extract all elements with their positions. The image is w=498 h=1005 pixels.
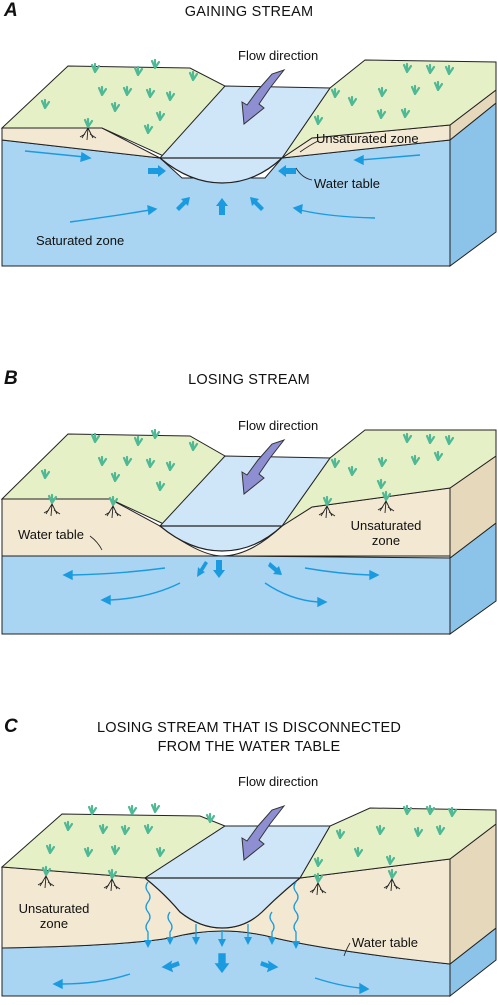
unsaturated-label-line1: Unsaturated [350,518,422,533]
water-table-label: Water table [314,176,380,191]
discharge-arrows [148,165,296,215]
grass-icons [40,58,455,135]
flow-direction-label: Flow direction [238,774,319,789]
stream-channel [143,877,302,929]
panel-b: B LOSING STREAM [0,368,498,643]
flow-direction-arrow [241,69,286,125]
grass-icons [41,802,458,884]
panel-letter: B [4,368,18,389]
flow-direction-arrow [241,439,286,495]
roots-icon [79,127,97,141]
block-diagram-disconnected [0,802,497,998]
roots-icon [37,875,401,896]
water-table-label: Water table [18,527,84,542]
stream-channel [158,525,284,552]
leader-lines [89,535,103,551]
unsaturated-label-line1: Unsaturated [18,901,90,916]
unsaturated-label-line2: zone [371,533,401,548]
unsaturated-zone-label: Unsaturated zone [4,901,104,931]
panel-title: LOSING STREAM [188,372,310,388]
block-diagram-gaining [0,58,497,267]
panel-title-line2: FROM THE WATER TABLE [157,739,341,755]
saturated-zone [1,555,451,635]
leader-lines [343,942,351,957]
unsaturated-zone-label: Unsaturated zone [336,518,436,548]
groundwater-flow-arrows [62,567,380,608]
water-table-label: Water table [352,935,418,950]
roots-icon [43,500,395,519]
flow-direction-arrow [241,805,286,861]
stream-channel [158,157,284,184]
leader-lines [295,140,319,181]
saturated-zone-label: Saturated zone [36,233,125,248]
unsaturated-label-line2: zone [39,916,69,931]
seepage-arrows [197,560,282,578]
groundwater-flow-arrows [52,953,370,995]
flow-direction-label: Flow direction [238,48,319,63]
panel-letter: A [4,0,18,21]
unsaturated-zone-label: Unsaturated zone [316,131,419,146]
panel-title: GAINING STREAM [184,4,314,20]
block-diagram-losing [0,428,497,635]
groundwater-flow-arrows [24,150,421,223]
flow-direction-label: Flow direction [238,418,319,433]
panel-letter: C [4,716,18,737]
panel-a: A GAINING STREAM [0,0,498,275]
panel-c: C LOSING STREAM THAT IS DISCONNECTED FRO… [0,716,498,1005]
seepage-arrowheads [144,937,300,949]
panel-title-line1: LOSING STREAM THAT IS DISCONNECTED [96,720,402,736]
grass-icons [40,428,455,507]
seepage-arrows [145,881,299,942]
